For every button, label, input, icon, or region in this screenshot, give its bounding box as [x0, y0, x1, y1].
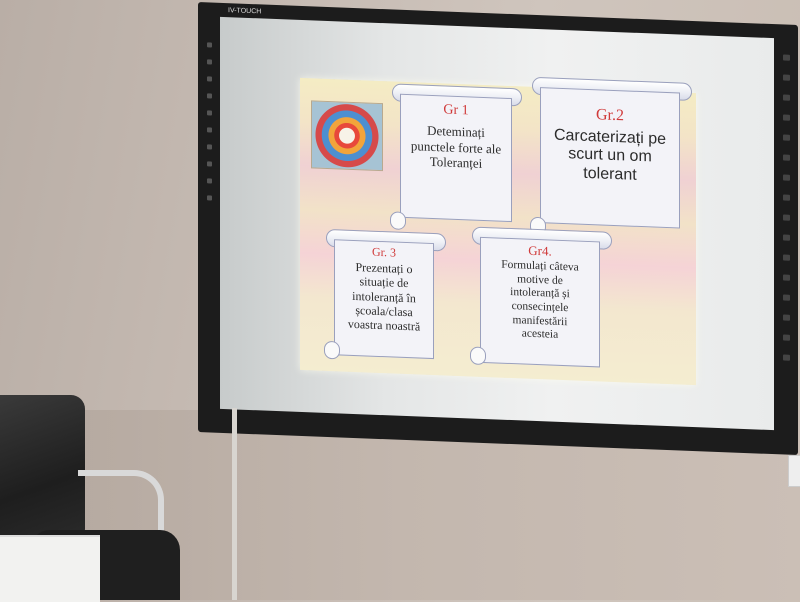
group-4-text: Formulați câteva motive de intoleranță ș…: [501, 258, 579, 341]
wall-socket: [788, 455, 800, 487]
select-tool-icon[interactable]: [206, 76, 212, 82]
right-toolbar: [779, 54, 793, 395]
left-toolbar: [203, 42, 215, 342]
group-1-text: Deteminați punctele forte ale Toleranței: [410, 123, 502, 171]
group-3-scroll: Gr. 3 Prezentați o situație de intoleran…: [324, 228, 446, 364]
tolerance-flower-image: [311, 100, 383, 172]
folder-icon[interactable]: [782, 214, 790, 221]
group-4-title: Gr4.: [528, 242, 552, 259]
interactive-whiteboard: IV-TOUCH Gr 1 Deteminați punctele forte …: [198, 2, 798, 456]
eraser-tool-icon[interactable]: [206, 59, 212, 65]
office-chair-back: [0, 395, 85, 545]
board-stand: [232, 408, 237, 600]
text-tool-icon[interactable]: [206, 110, 212, 116]
group-1-title: Gr 1: [443, 102, 469, 119]
pen-tool-icon[interactable]: [206, 42, 212, 48]
edit-icon[interactable]: [782, 334, 790, 341]
keyboard-icon[interactable]: [782, 354, 790, 361]
save-icon[interactable]: [782, 194, 790, 201]
shape-tool-icon[interactable]: [206, 93, 212, 99]
group-2-title: Gr.2: [596, 106, 624, 125]
eraser-icon[interactable]: [782, 94, 790, 101]
highlighter-icon[interactable]: [782, 294, 790, 301]
move-icon[interactable]: [782, 114, 790, 121]
arrow-left-icon[interactable]: [782, 154, 790, 161]
group-2-text: Carcaterizați pe scurt un om tolerant: [553, 126, 667, 185]
grid-icon[interactable]: [782, 134, 790, 141]
pen-icon[interactable]: [782, 74, 790, 81]
pattern-icon[interactable]: [782, 314, 790, 321]
group-1-scroll: Gr 1 Deteminați punctele forte ale Toler…: [390, 83, 522, 238]
undo-tool-icon[interactable]: [206, 127, 212, 133]
projection-surface: Gr 1 Deteminați punctele forte ale Toler…: [220, 16, 774, 431]
menu-tool-icon[interactable]: [206, 195, 212, 201]
brush-icon[interactable]: [782, 54, 790, 61]
page-tool-icon[interactable]: [206, 161, 212, 167]
redo-tool-icon[interactable]: [206, 144, 212, 150]
group-2-scroll: Gr.2 Carcaterizați pe scurt un om tolera…: [530, 76, 692, 243]
search-icon[interactable]: [782, 274, 790, 281]
zoom-tool-icon[interactable]: [206, 178, 212, 184]
zoom-icon[interactable]: [782, 254, 790, 261]
group-4-scroll: Gr4. Formulați câteva motive de intolera…: [470, 226, 612, 372]
presentation-slide: Gr 1 Deteminați punctele forte ale Toler…: [300, 76, 696, 386]
group-3-text: Prezentați o situație de intoleranță în …: [347, 260, 421, 334]
desk: [0, 535, 100, 602]
office-chair-armrest: [78, 470, 164, 536]
group-3-title: Gr. 3: [372, 244, 396, 260]
arrow-right-icon[interactable]: [782, 174, 790, 181]
brand-label: IV-TOUCH: [228, 7, 262, 16]
settings-icon[interactable]: [782, 234, 790, 241]
